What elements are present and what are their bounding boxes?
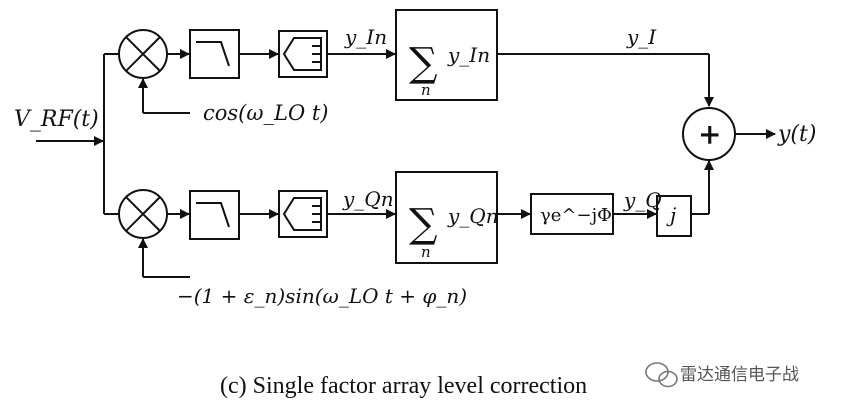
i-sigma: ∑ [409, 40, 438, 86]
q-sum-block [395, 171, 498, 264]
watermark-text: 雷达通信电子战 [680, 365, 799, 385]
input-label: V_RF(t) [14, 107, 99, 132]
q-out-label: y_Q [623, 188, 662, 212]
phase-gain-label: γe^−jΦ [540, 205, 612, 226]
wechat-logo-icon [645, 362, 678, 388]
i-out-label: y_I [626, 25, 657, 49]
i-sum-index: n [421, 81, 431, 99]
j-block [656, 195, 692, 237]
output-label: y(t) [777, 122, 816, 147]
q-lowpass-filter [189, 190, 240, 240]
j-label: j [666, 203, 676, 227]
i-lowpass-filter [189, 29, 240, 79]
q-sum-index: n [421, 243, 431, 261]
summer-symbol: + [698, 118, 721, 151]
i-adc-output-label: y_In [344, 25, 387, 49]
q-sigma: ∑ [409, 201, 438, 247]
q-lo-label: −(1 + ε_n)sin(ω_LO t + φ_n) [177, 284, 467, 308]
i-sum-expression: y_In [447, 43, 490, 67]
i-lo-label: cos(ω_LO t) [203, 101, 328, 125]
figure-caption: (c) Single factor array level correction [220, 373, 587, 399]
q-adc-output-label: y_Qn [342, 187, 394, 211]
q-sum-expression: y_Qn [447, 204, 499, 228]
